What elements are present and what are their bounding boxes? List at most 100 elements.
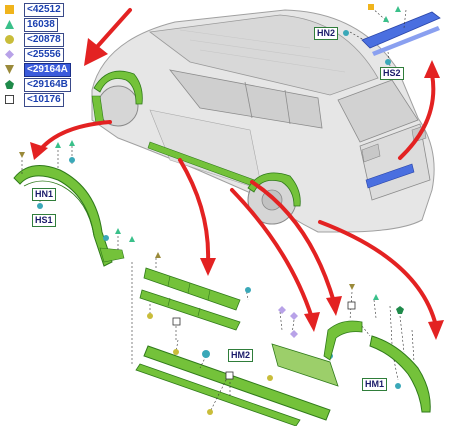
fastener-square-outline xyxy=(347,301,356,310)
legend-code: <42512 xyxy=(24,3,64,17)
part-blue-strip-shadow xyxy=(372,26,440,56)
fastener-square-outline xyxy=(172,317,181,326)
arrow-shaft xyxy=(230,188,314,320)
fastener-circle xyxy=(343,30,349,36)
part-green-brace-upper xyxy=(143,267,241,311)
fastener-circle xyxy=(267,375,273,381)
fastener-circle xyxy=(69,157,75,163)
part-front-wheel-arch-moulding xyxy=(13,140,125,267)
fastener-triangle-down xyxy=(19,152,25,158)
fastener-triangle-down xyxy=(349,284,355,290)
fastener-triangle xyxy=(155,252,161,258)
part-green-rear-arch-small xyxy=(323,320,363,361)
part-green-arch xyxy=(13,165,113,267)
fastener-circle xyxy=(173,349,179,355)
part-rear-wheel-arch-mouldings xyxy=(323,284,431,413)
part-green-rocker-long-lower xyxy=(135,363,301,426)
rear-wheel-arch-highlight xyxy=(247,172,301,207)
arrow-shaft xyxy=(94,8,132,50)
vehicle-side-windows xyxy=(169,69,323,129)
legend-code: 16038 xyxy=(24,18,58,32)
arrowhead xyxy=(424,60,440,78)
part-green-rear-arch-large xyxy=(369,335,431,413)
callout-hs2: HS2 xyxy=(380,67,404,80)
leader-lines xyxy=(373,299,415,381)
arrow-shaft xyxy=(178,158,211,264)
legend-code: <20878 xyxy=(24,33,64,47)
arrowhead xyxy=(304,312,320,332)
callout-hn1: HN1 xyxy=(32,188,57,201)
fastener-circle xyxy=(147,313,153,319)
square-icon xyxy=(5,5,14,14)
square-outline-icon xyxy=(5,95,14,104)
red-arrows xyxy=(38,8,438,328)
fastener-diamond xyxy=(290,312,298,320)
part-green-arch-edge xyxy=(23,180,95,237)
legend-item: <10176 xyxy=(2,92,92,107)
part-green-rocker-long xyxy=(143,345,331,421)
triangle-down-icon xyxy=(5,65,14,74)
fastener-diamond xyxy=(278,306,286,314)
legend-item: <42512 xyxy=(2,2,92,17)
circle-icon xyxy=(5,35,14,44)
fastener-square-outline xyxy=(225,371,234,380)
fastener-circle xyxy=(385,59,391,65)
arrowhead xyxy=(200,258,216,276)
arrowhead xyxy=(30,142,48,160)
window-pillar xyxy=(284,89,291,125)
fastener-circle xyxy=(37,203,43,209)
fastener-circle xyxy=(202,350,210,358)
legend-item: <29164B xyxy=(2,77,92,92)
fastener-diamond xyxy=(290,330,298,338)
red-arrowheads xyxy=(30,38,444,340)
fastener-triangle xyxy=(129,236,135,242)
fastener-triangle xyxy=(55,142,61,148)
fastener-circle xyxy=(245,287,251,293)
callout-hn2: HN2 xyxy=(314,27,339,40)
fastener-triangle xyxy=(373,294,379,300)
fastener-circle xyxy=(103,235,109,241)
pentagon-icon xyxy=(5,80,14,89)
triangle-icon xyxy=(5,20,14,29)
arrowhead xyxy=(84,38,108,66)
vehicle-suv xyxy=(91,9,435,233)
front-wheel xyxy=(97,85,139,127)
legend-item: <20878 xyxy=(2,32,92,47)
fastener-triangle xyxy=(395,6,401,12)
arrow-shaft xyxy=(398,72,436,160)
legend-item: 16038 xyxy=(2,17,92,32)
roof-texture xyxy=(179,29,346,73)
fastener-triangle xyxy=(115,228,121,234)
fastener-circle xyxy=(207,409,213,415)
arrowhead xyxy=(326,296,342,316)
tailgate-trim-highlight xyxy=(365,163,415,189)
fastener-circle xyxy=(395,383,401,389)
arrow-shaft xyxy=(318,220,438,328)
fastener-triangle xyxy=(69,140,75,146)
fastener-pentagon xyxy=(396,306,404,314)
legend-code: <10176 xyxy=(24,93,64,107)
arrowhead xyxy=(428,320,444,340)
brace-ribs xyxy=(167,275,211,317)
vehicle-rear-window xyxy=(337,79,419,143)
part-green-rocker-end xyxy=(271,343,339,387)
front-wheel-arch-highlight xyxy=(93,70,143,105)
legend: <42512 16038 <20878 <25556 <29164A <2916… xyxy=(2,2,92,107)
legend-code: <29164B xyxy=(24,78,71,92)
part-blue-strip xyxy=(361,11,441,49)
callout-hm1: HM1 xyxy=(362,378,388,391)
part-rocker-assemblies xyxy=(129,236,371,426)
diamond-icon xyxy=(5,50,14,59)
part-green-brace-middle xyxy=(139,289,241,331)
legend-item: <29164A xyxy=(2,62,92,77)
legend-code-highlighted: <29164A xyxy=(24,63,71,77)
legend-item: <25556 xyxy=(2,47,92,62)
tail-lamp xyxy=(361,143,381,163)
part-tailgate-applique xyxy=(343,4,441,67)
legend-code: <25556 xyxy=(24,48,64,62)
arrow-shaft xyxy=(250,180,336,304)
arrow-shaft xyxy=(38,120,112,152)
fastener-triangle xyxy=(383,16,389,22)
callout-hs1: HS1 xyxy=(32,214,56,227)
